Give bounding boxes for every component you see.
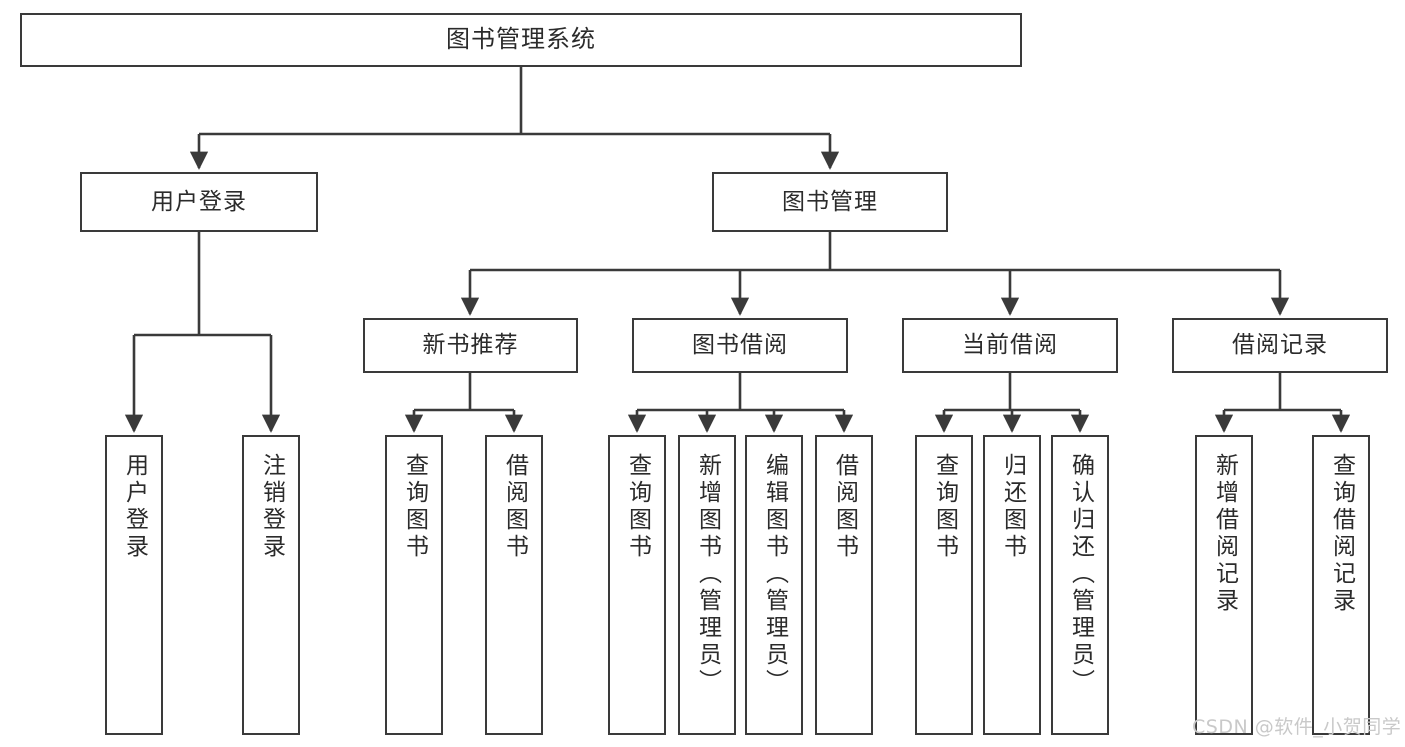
leaf-label: 新增图书（管理员） xyxy=(694,453,721,696)
leaf-add-borrow-record[interactable]: 新增借阅记录 xyxy=(1195,435,1253,735)
leaf-query-books-3[interactable]: 查询图书 xyxy=(915,435,973,735)
node-root[interactable]: 图书管理系统 xyxy=(20,13,1022,67)
node-user-login[interactable]: 用户登录 xyxy=(80,172,318,232)
leaf-label: 查询图书 xyxy=(931,453,958,561)
node-root-label: 图书管理系统 xyxy=(446,25,596,54)
node-new-book-recommend[interactable]: 新书推荐 xyxy=(363,318,578,373)
leaf-label: 注销登录 xyxy=(258,453,285,561)
node-book-management[interactable]: 图书管理 xyxy=(712,172,948,232)
node-borrow-records[interactable]: 借阅记录 xyxy=(1172,318,1388,373)
leaf-label: 查询图书 xyxy=(401,453,428,561)
node-borrow-records-label: 借阅记录 xyxy=(1232,332,1328,359)
leaf-label: 用户登录 xyxy=(121,453,148,561)
leaf-edit-book-admin[interactable]: 编辑图书（管理员） xyxy=(745,435,803,735)
leaf-return-books[interactable]: 归还图书 xyxy=(983,435,1041,735)
leaf-borrow-books-1[interactable]: 借阅图书 xyxy=(485,435,543,735)
leaf-label: 查询借阅记录 xyxy=(1328,453,1355,615)
leaf-add-book-admin[interactable]: 新增图书（管理员） xyxy=(678,435,736,735)
leaf-label: 查询图书 xyxy=(624,453,651,561)
leaf-label: 借阅图书 xyxy=(501,453,528,561)
node-current-borrow[interactable]: 当前借阅 xyxy=(902,318,1118,373)
node-new-book-recommend-label: 新书推荐 xyxy=(422,332,519,359)
node-book-borrow-label: 图书借阅 xyxy=(692,332,788,359)
leaf-label: 编辑图书（管理员） xyxy=(761,453,788,696)
leaf-query-borrow-record[interactable]: 查询借阅记录 xyxy=(1312,435,1370,735)
leaf-label: 归还图书 xyxy=(999,453,1026,561)
node-book-management-label: 图书管理 xyxy=(782,188,878,215)
leaf-logout[interactable]: 注销登录 xyxy=(242,435,300,735)
leaf-user-login[interactable]: 用户登录 xyxy=(105,435,163,735)
leaf-query-books-2[interactable]: 查询图书 xyxy=(608,435,666,735)
leaf-borrow-books-2[interactable]: 借阅图书 xyxy=(815,435,873,735)
node-current-borrow-label: 当前借阅 xyxy=(962,332,1058,359)
leaf-label: 新增借阅记录 xyxy=(1211,453,1238,615)
node-book-borrow[interactable]: 图书借阅 xyxy=(632,318,848,373)
leaf-query-books-1[interactable]: 查询图书 xyxy=(385,435,443,735)
leaf-label: 确认归还（管理员） xyxy=(1067,453,1094,696)
node-user-login-label: 用户登录 xyxy=(151,188,247,215)
leaf-confirm-return-admin[interactable]: 确认归还（管理员） xyxy=(1051,435,1109,735)
watermark: CSDN @软件_小贺同学 xyxy=(1192,716,1402,738)
leaf-label: 借阅图书 xyxy=(831,453,858,561)
